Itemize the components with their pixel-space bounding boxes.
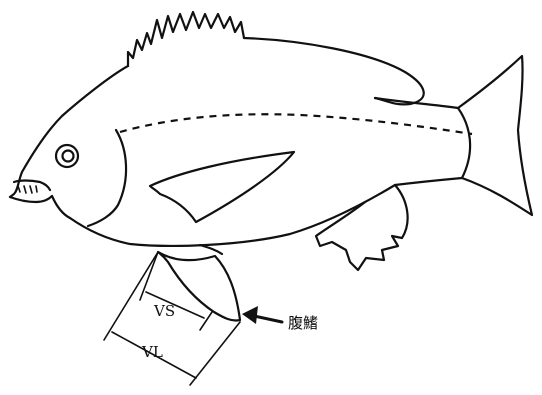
eye-outer (56, 145, 78, 167)
anal-fin (316, 185, 408, 270)
arrow-shaft (254, 316, 282, 322)
vl-extension-line-1 (104, 252, 158, 340)
body-back-outline (375, 98, 458, 108)
arrowhead-icon (242, 306, 258, 324)
lateral-line (120, 114, 472, 134)
dorsal-fin-soft (244, 38, 424, 104)
lower-jaw (10, 196, 52, 202)
vs-label: VS (153, 302, 175, 320)
jaw-teeth (18, 186, 37, 193)
dorsal-fin-spiny (128, 12, 244, 66)
chin-outline (52, 196, 70, 218)
gill-cover (88, 130, 126, 226)
pelvic-fin-base (200, 245, 222, 254)
pectoral-fin (150, 152, 294, 222)
pelvic-fin-label: 腹鰭 (288, 314, 318, 332)
caudal-peduncle-line (458, 108, 470, 178)
vl-label: VL (141, 343, 163, 361)
vs-extension-line-2 (200, 312, 212, 330)
eye-inner (63, 151, 74, 162)
vl-extension-line-2 (190, 322, 240, 385)
body-upper-outline (10, 66, 128, 197)
